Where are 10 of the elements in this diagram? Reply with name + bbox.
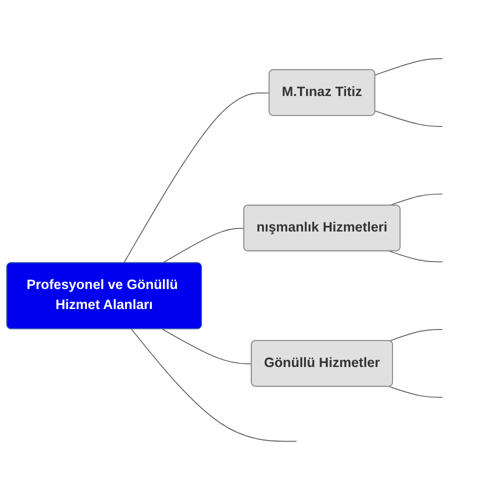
connector	[388, 386, 443, 398]
connector	[130, 328, 297, 442]
connector	[123, 92, 270, 264]
connector	[388, 329, 443, 342]
connector	[374, 110, 443, 127]
connector	[389, 194, 443, 206]
connector	[374, 58, 443, 76]
connector	[162, 228, 245, 264]
connector	[389, 250, 443, 262]
connector	[162, 328, 252, 364]
